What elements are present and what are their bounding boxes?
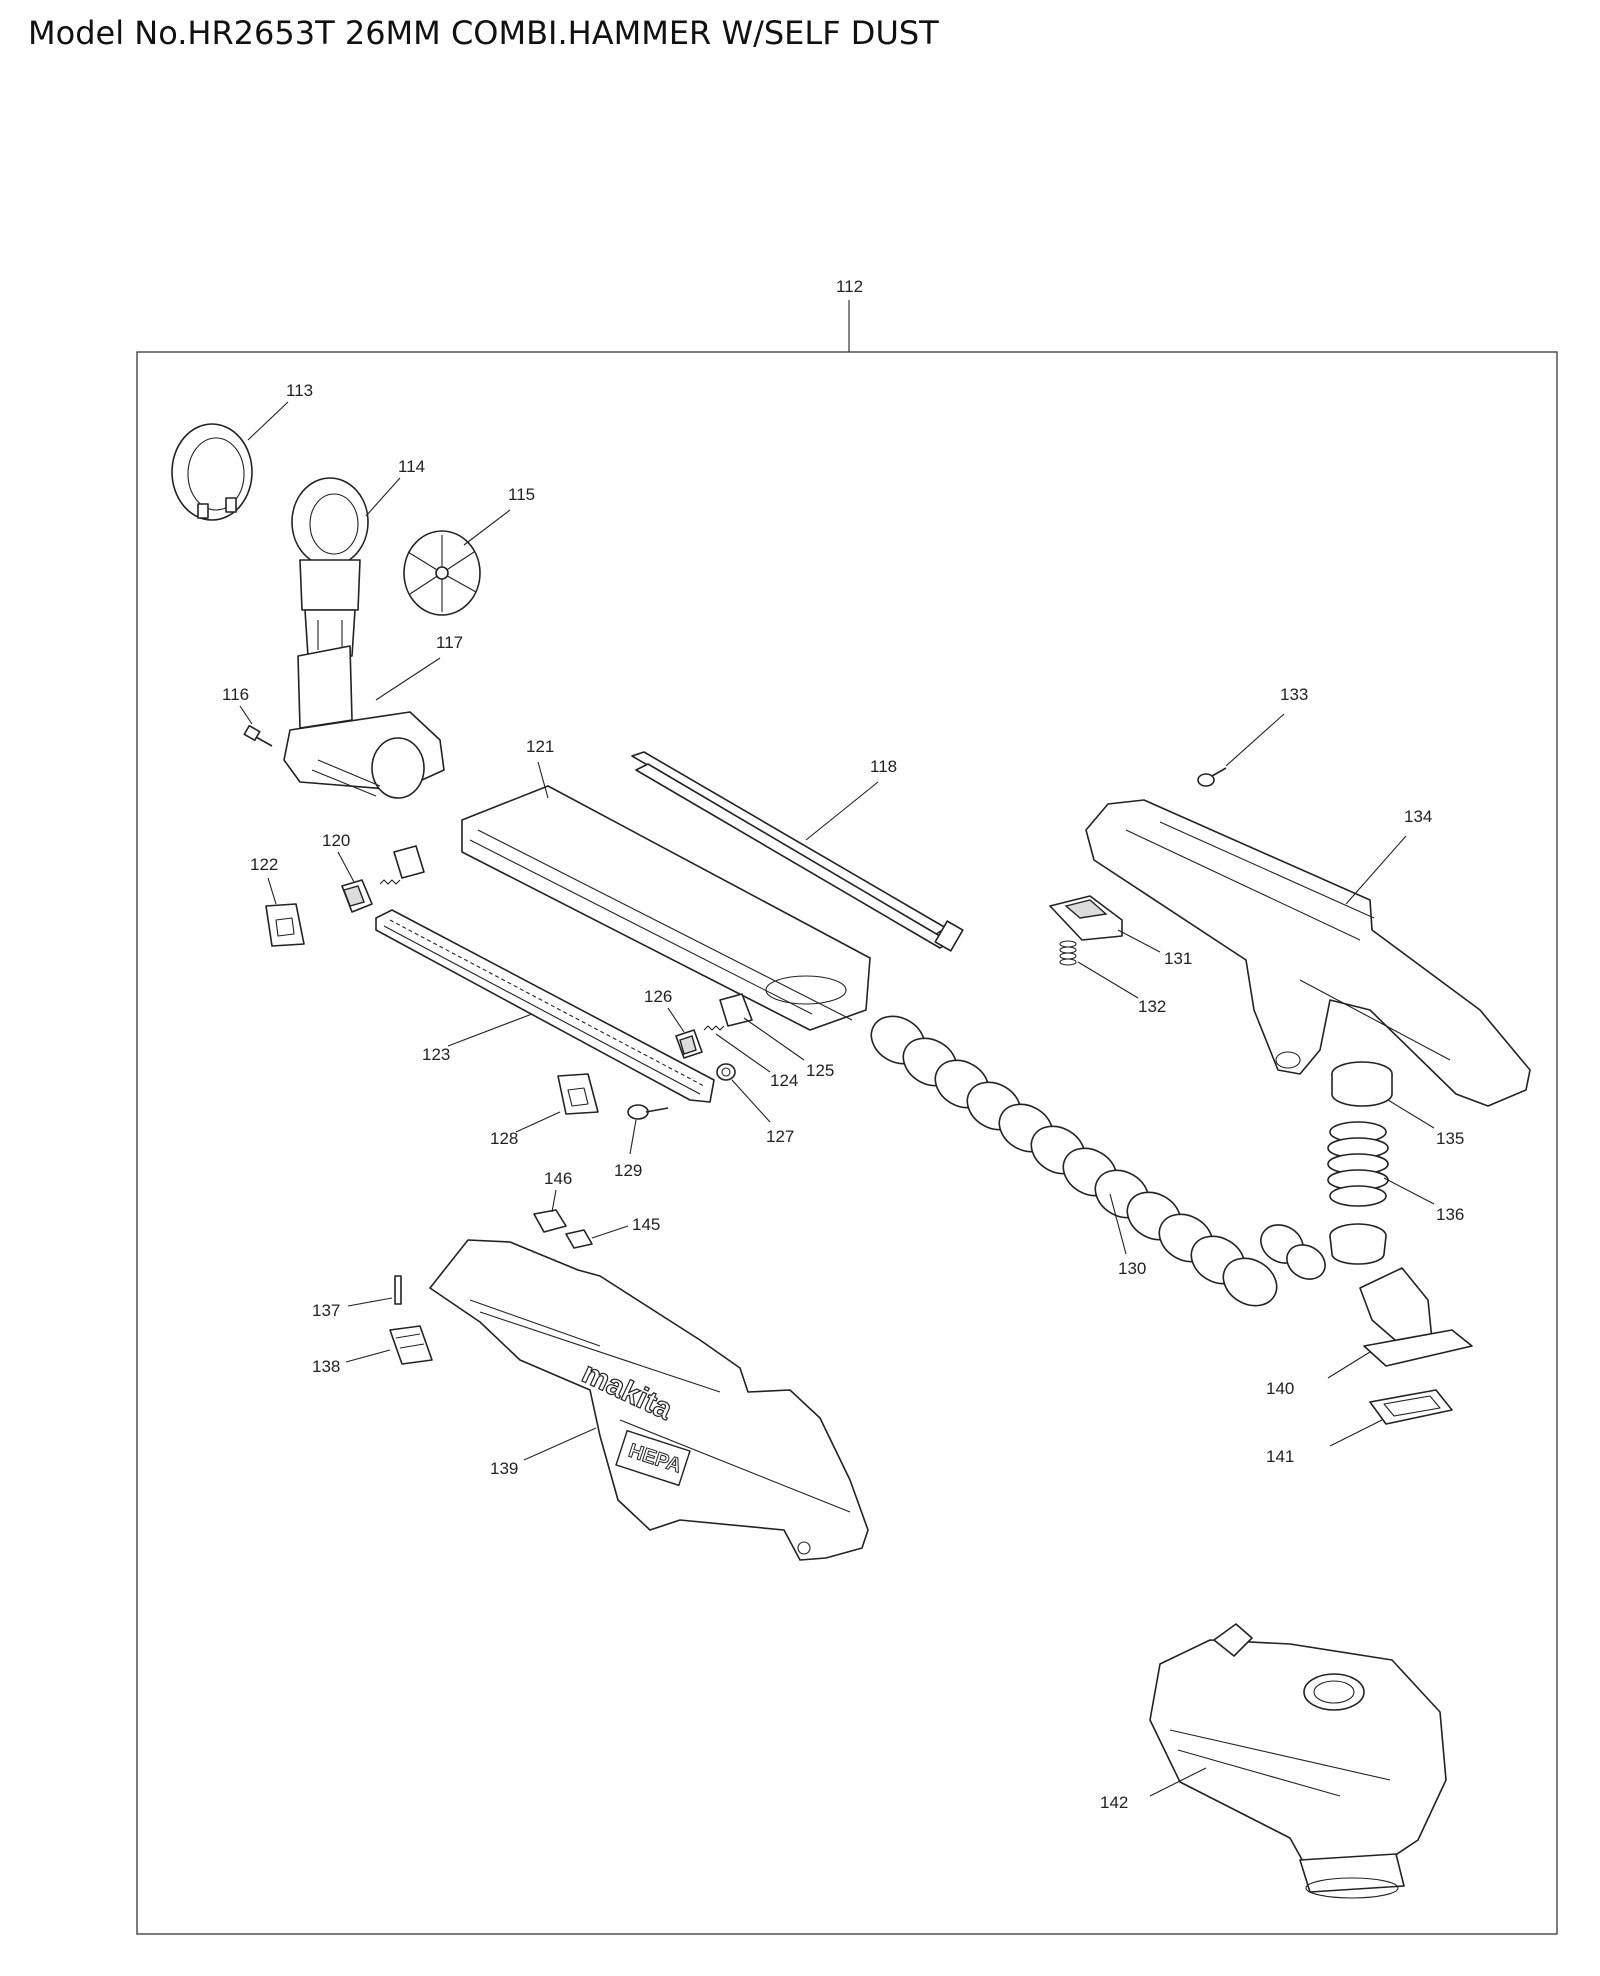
part-113-ring[interactable] bbox=[171, 423, 253, 521]
label-120[interactable]: 120 bbox=[322, 831, 350, 850]
part-114-adapter[interactable] bbox=[291, 477, 369, 657]
assembly-frame bbox=[136, 351, 1558, 1935]
part-142-dust-box[interactable] bbox=[1149, 1623, 1447, 1899]
part-137-pin[interactable] bbox=[394, 1275, 402, 1305]
part-121-cover-rail[interactable] bbox=[461, 785, 871, 1031]
part-132-spring[interactable] bbox=[1059, 940, 1077, 966]
label-142[interactable]: 142 bbox=[1100, 1793, 1128, 1812]
label-112[interactable]: 112 bbox=[836, 277, 863, 296]
part-140-elbow[interactable] bbox=[1359, 1267, 1473, 1367]
label-115[interactable]: 115 bbox=[508, 485, 535, 504]
label-126[interactable]: 126 bbox=[644, 987, 672, 1006]
part-124-spring[interactable] bbox=[703, 1025, 725, 1031]
part-139-main-housing[interactable] bbox=[429, 1239, 869, 1561]
part-115-disc[interactable] bbox=[403, 530, 481, 616]
part-145-pad[interactable] bbox=[565, 1229, 593, 1249]
part-138-slide-button[interactable] bbox=[389, 1325, 433, 1365]
part-125-plate[interactable] bbox=[719, 993, 753, 1027]
page-title: Model No.HR2653T 26MM COMBI.HAMMER W/SEL… bbox=[28, 14, 939, 52]
part-135-sleeve[interactable] bbox=[1331, 1061, 1393, 1107]
part-122-latch[interactable] bbox=[265, 903, 305, 947]
label-130[interactable]: 130 bbox=[1118, 1259, 1146, 1278]
label-125[interactable]: 125 bbox=[806, 1061, 834, 1080]
part-123-rack-rail[interactable] bbox=[375, 909, 715, 1103]
label-134[interactable]: 134 bbox=[1404, 807, 1432, 826]
label-131[interactable]: 131 bbox=[1164, 949, 1192, 968]
label-139[interactable]: 139 bbox=[490, 1459, 518, 1478]
part-131-button[interactable] bbox=[1049, 895, 1123, 941]
label-133[interactable]: 133 bbox=[1280, 685, 1308, 704]
hepa-badge: HEPA bbox=[615, 1429, 691, 1487]
label-128[interactable]: 128 bbox=[490, 1129, 518, 1148]
label-121[interactable]: 121 bbox=[526, 737, 554, 756]
part-126-slider[interactable] bbox=[675, 1029, 703, 1059]
label-141[interactable]: 141 bbox=[1266, 1447, 1294, 1466]
label-145[interactable]: 145 bbox=[632, 1215, 660, 1234]
part-127-nut[interactable] bbox=[716, 1063, 736, 1081]
label-140[interactable]: 140 bbox=[1266, 1379, 1294, 1398]
part-118-rail[interactable] bbox=[631, 751, 964, 952]
label-118[interactable]: 118 bbox=[870, 757, 897, 776]
label-138[interactable]: 138 bbox=[312, 1357, 340, 1376]
part-128-clip[interactable] bbox=[557, 1073, 599, 1115]
label-127[interactable]: 127 bbox=[766, 1127, 794, 1146]
label-124[interactable]: 124 bbox=[770, 1071, 798, 1090]
part-130-hose[interactable] bbox=[863, 1007, 1332, 1315]
part-134-housing[interactable] bbox=[1085, 799, 1531, 1107]
label-122[interactable]: 122 bbox=[250, 855, 278, 874]
label-114[interactable]: 114 bbox=[398, 457, 425, 476]
part-129-screw[interactable] bbox=[627, 1104, 669, 1120]
label-136[interactable]: 136 bbox=[1436, 1205, 1464, 1224]
label-129[interactable]: 129 bbox=[614, 1161, 642, 1180]
part-117-nozzle-body[interactable] bbox=[283, 645, 445, 799]
part-136-bellows[interactable] bbox=[1327, 1121, 1389, 1265]
label-117[interactable]: 117 bbox=[436, 633, 463, 652]
part-141-gasket[interactable] bbox=[1369, 1389, 1453, 1425]
label-132[interactable]: 132 bbox=[1138, 997, 1166, 1016]
part-120-slider[interactable] bbox=[341, 845, 425, 913]
label-137[interactable]: 137 bbox=[312, 1301, 340, 1320]
label-135[interactable]: 135 bbox=[1436, 1129, 1464, 1148]
label-116[interactable]: 116 bbox=[222, 685, 249, 704]
label-113[interactable]: 113 bbox=[286, 381, 313, 400]
label-123[interactable]: 123 bbox=[422, 1045, 450, 1064]
part-116-screw[interactable] bbox=[243, 724, 273, 747]
label-146[interactable]: 146 bbox=[544, 1169, 572, 1188]
part-133-screw[interactable] bbox=[1197, 767, 1227, 787]
part-146-pad[interactable] bbox=[533, 1209, 567, 1233]
